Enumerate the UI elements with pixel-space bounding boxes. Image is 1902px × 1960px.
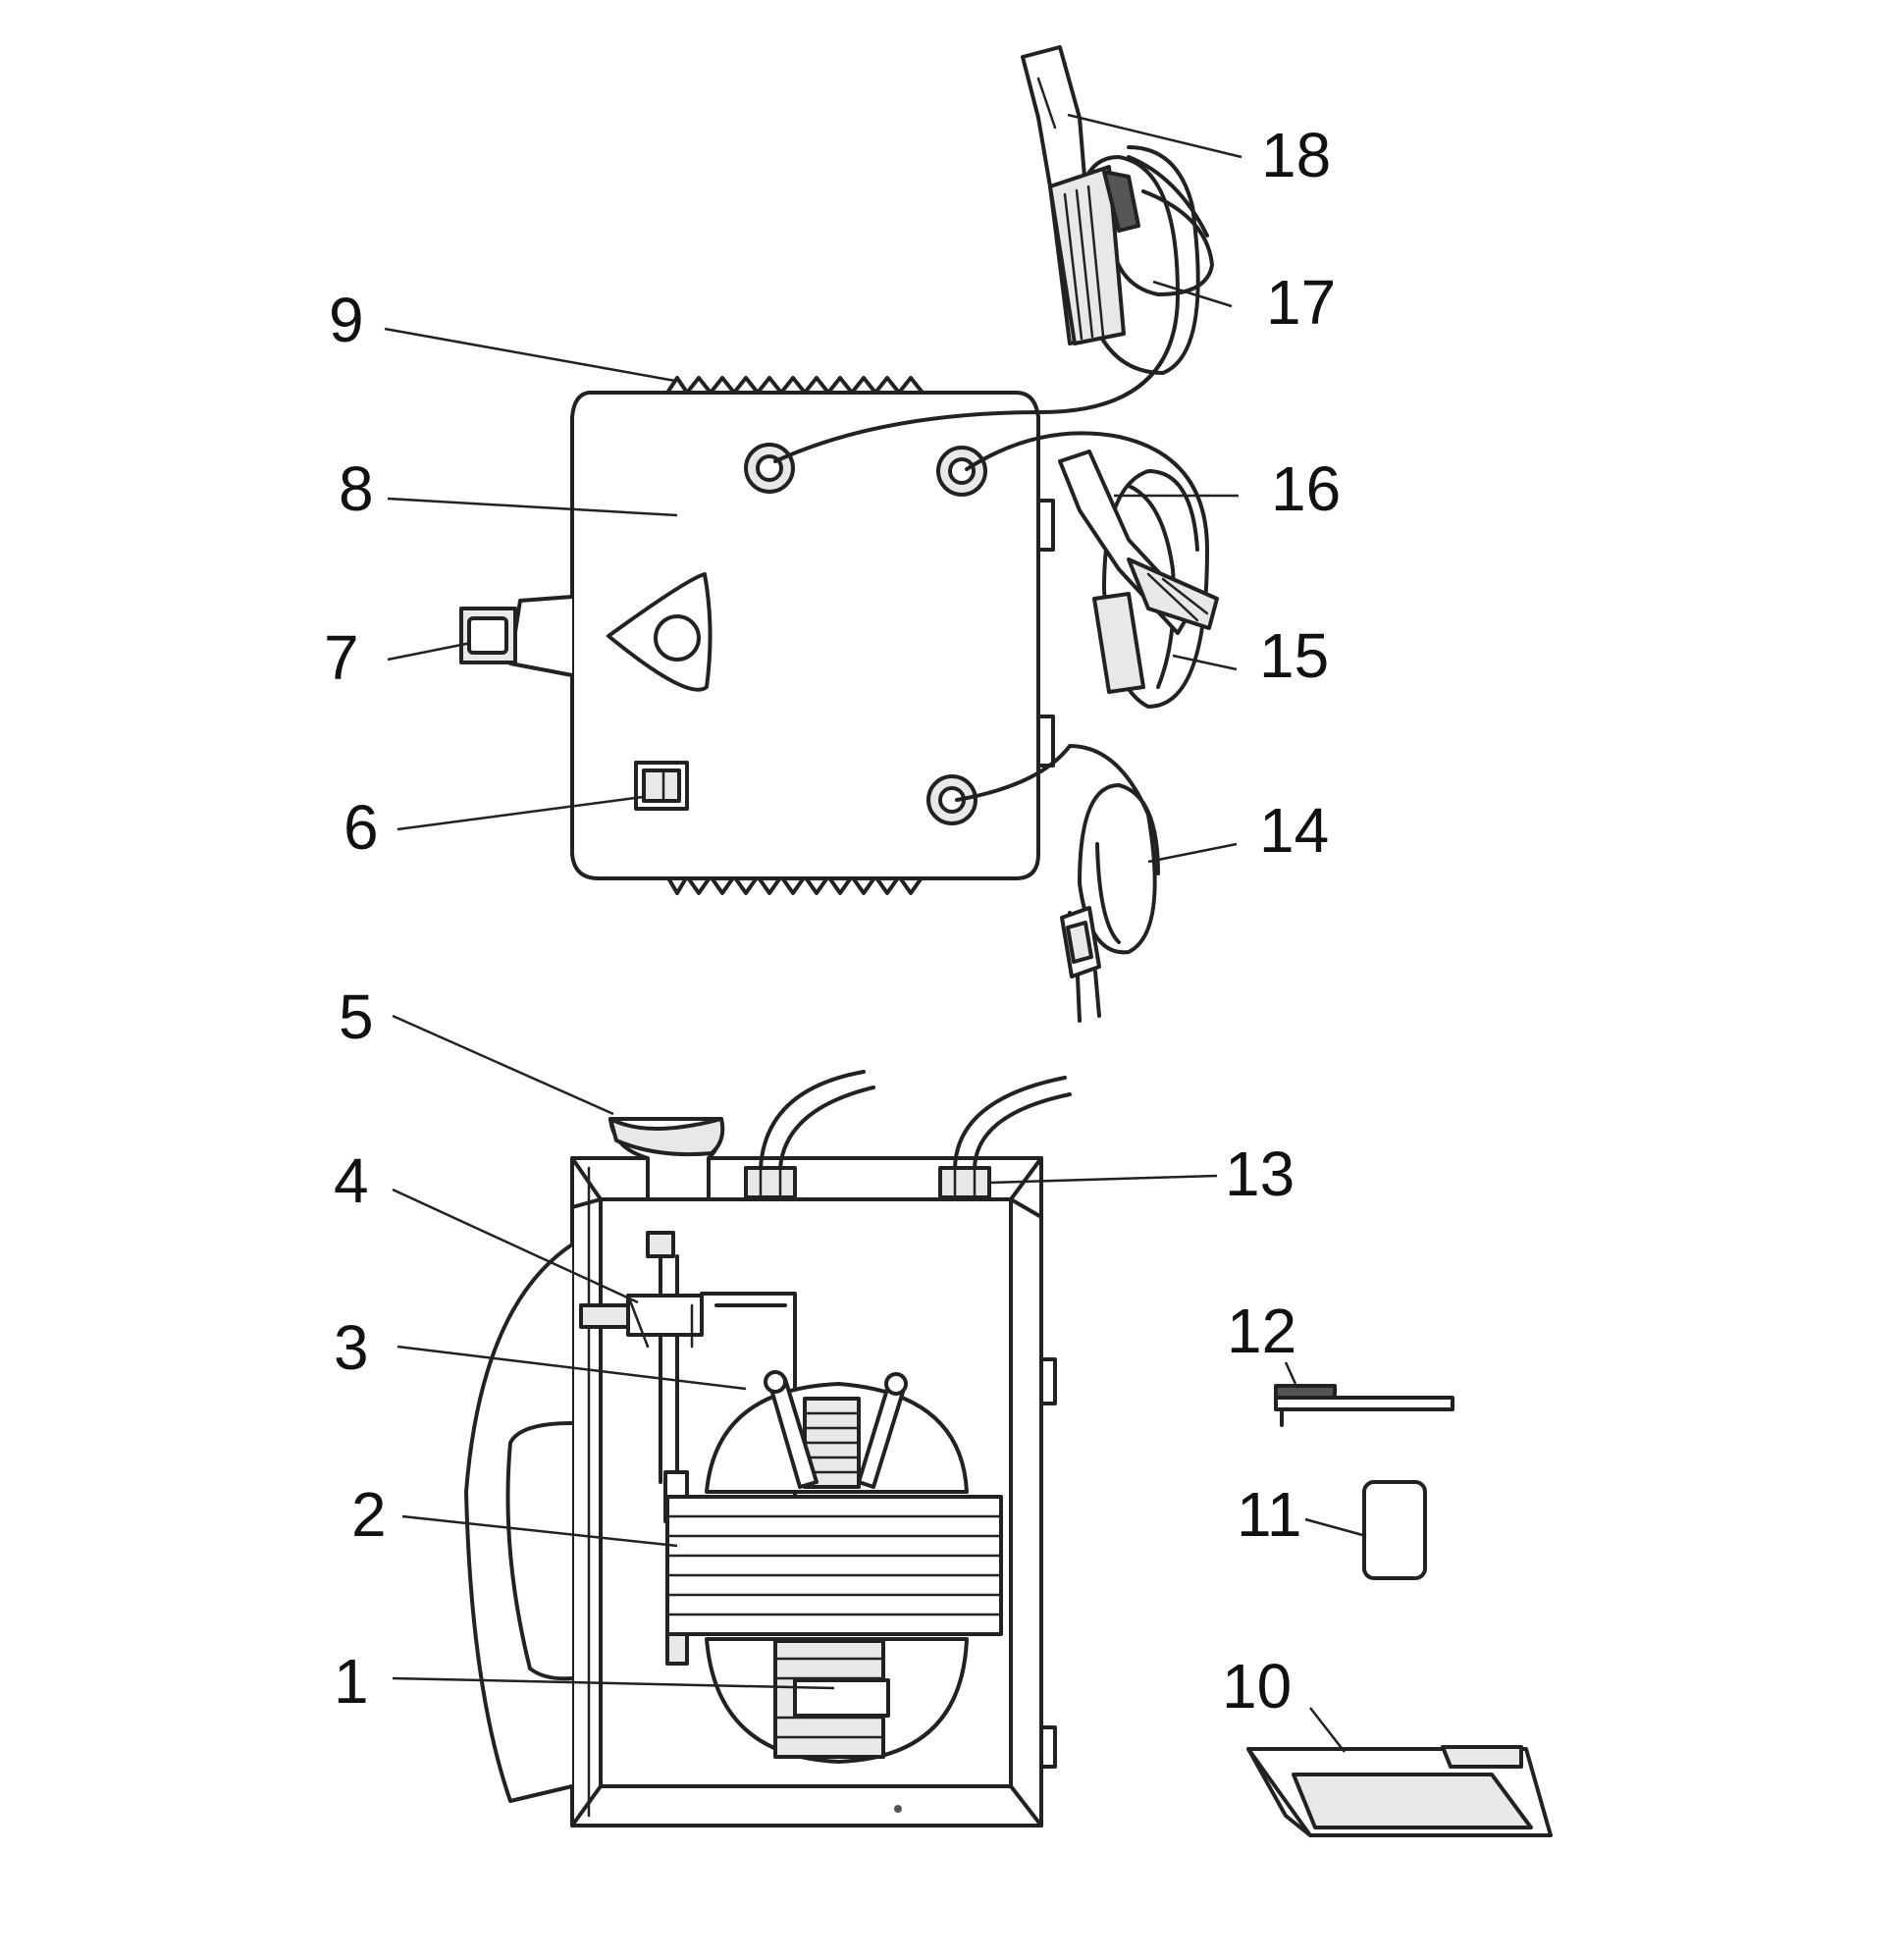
label-11: 11 [1237, 1479, 1301, 1550]
part-labels: 1 2 3 4 5 6 7 8 9 10 11 12 13 14 15 16 1… [324, 120, 1341, 1722]
label-14: 14 [1259, 795, 1329, 866]
label-12: 12 [1227, 1296, 1296, 1366]
transformer-core [665, 1495, 1003, 1666]
output-cable-lower [965, 431, 1209, 709]
control-knob [607, 572, 713, 692]
label-3: 3 [334, 1312, 369, 1383]
label-13: 13 [1225, 1139, 1294, 1209]
terminal-posts [744, 443, 987, 825]
top-knob [608, 1117, 725, 1201]
charger-top-view [459, 376, 1055, 895]
clamp-18 [1021, 45, 1140, 345]
label-2: 2 [351, 1479, 387, 1550]
label-15: 15 [1259, 620, 1329, 691]
leader-lines [384, 113, 1367, 1753]
label-7: 7 [324, 622, 359, 693]
label-6: 6 [343, 792, 379, 863]
side-handle [459, 595, 574, 677]
label-9: 9 [329, 285, 364, 355]
part-12-brush [1274, 1384, 1454, 1427]
label-18: 18 [1261, 120, 1331, 190]
part-10-tray [1246, 1745, 1553, 1837]
charger-open-view [464, 1070, 1072, 1828]
power-switch [634, 761, 689, 811]
output-cable-upper [773, 145, 1214, 463]
label-8: 8 [339, 453, 374, 524]
power-cord [955, 744, 1160, 1023]
label-4: 4 [334, 1145, 369, 1216]
label-10: 10 [1222, 1651, 1292, 1722]
label-5: 5 [339, 981, 374, 1052]
cable-grommets [744, 1070, 1072, 1199]
clamp-15-16 [1058, 450, 1219, 694]
bottom-vent-fins [665, 874, 925, 895]
housing-body [570, 391, 1040, 880]
label-16: 16 [1271, 453, 1341, 524]
top-vent-fins [665, 376, 925, 395]
part-11-plate [1362, 1480, 1427, 1580]
secondary-coil [705, 1370, 969, 1494]
label-17: 17 [1266, 267, 1336, 338]
label-1: 1 [334, 1646, 369, 1717]
primary-coil [705, 1637, 969, 1764]
